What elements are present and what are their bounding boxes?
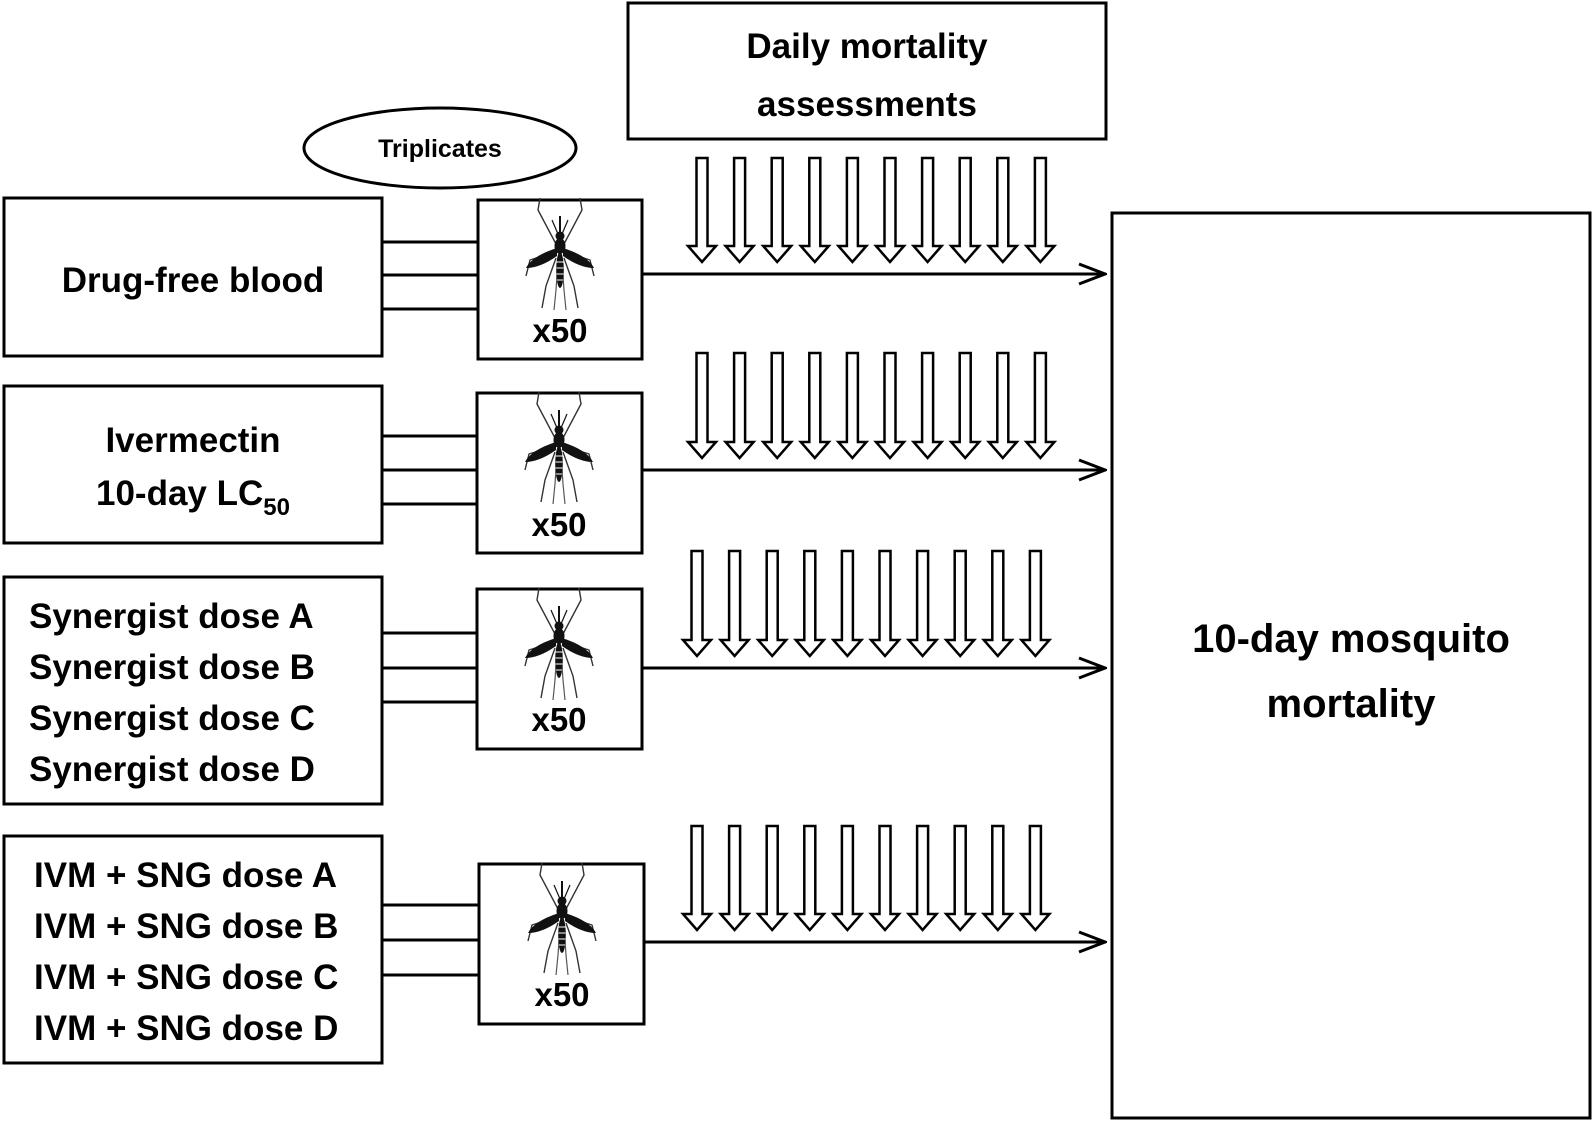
group-label: IVM + SNG dose C <box>34 958 338 997</box>
down-arrow-icon <box>905 824 940 932</box>
mosquito-box-3: x50 <box>475 587 644 751</box>
down-arrow-icon <box>943 824 977 932</box>
group-ivermectin: Ivermectin 10-day LC50 <box>2 384 384 545</box>
group-label: Synergist dose B <box>29 648 315 687</box>
down-arrow-icon <box>910 351 945 460</box>
down-arrow-icon <box>868 549 902 658</box>
group-label: Synergist dose A <box>29 597 314 636</box>
down-arrow-icon <box>717 824 752 932</box>
group-label: IVM + SNG dose A <box>34 856 337 895</box>
group-label: IVM + SNG dose D <box>34 1009 338 1048</box>
down-arrow-icon <box>798 156 832 264</box>
down-arrow-icon <box>722 156 757 264</box>
down-arrow-icon <box>835 156 870 264</box>
group-ivm-sng: IVM + SNG dose A IVM + SNG dose B IVM + … <box>2 834 384 1065</box>
group-label-lc50: 10-day LC50 <box>96 474 290 521</box>
mosquito-box-1: x50 <box>476 197 644 361</box>
outcome-line-2: mortality <box>1267 682 1437 726</box>
mosquito-count: x50 <box>531 701 586 738</box>
down-arrow-icon <box>793 824 827 932</box>
daily-assessment-arrows <box>680 156 1058 932</box>
down-arrow-icon <box>830 549 865 658</box>
down-arrow-icon <box>685 351 719 460</box>
down-arrow-icon <box>680 549 714 658</box>
outcome-line-1: 10-day mosquito <box>1192 617 1510 661</box>
group-label: Ivermectin <box>105 421 280 460</box>
down-arrow-icon <box>830 824 865 932</box>
daily-mortality-box: Daily mortality assessments <box>626 1 1108 141</box>
group-drug-free-blood: Drug-free blood <box>2 196 384 358</box>
down-arrow-icon <box>755 824 789 932</box>
header-line-2: assessments <box>757 85 977 124</box>
flow-arrows <box>642 274 1105 942</box>
group-label: IVM + SNG dose B <box>34 907 338 946</box>
down-arrow-icon <box>717 549 752 658</box>
down-arrow-icon <box>873 351 907 460</box>
down-arrow-icon <box>1018 824 1053 932</box>
triplicate-connectors <box>382 240 478 977</box>
group-label: Synergist dose C <box>29 699 315 738</box>
down-arrow-icon <box>868 824 902 932</box>
down-arrow-icon <box>1023 351 1058 460</box>
down-arrow-icon <box>755 549 789 658</box>
group-synergist: Synergist dose A Synergist dose B Synerg… <box>2 575 384 806</box>
outcome-box: 10-day mosquito mortality <box>1110 211 1592 1120</box>
mosquito-box-2: x50 <box>475 391 644 555</box>
down-arrow-icon <box>986 156 1020 264</box>
mosquito-box-4: x50 <box>477 862 646 1026</box>
down-arrow-icon <box>948 156 982 264</box>
down-arrow-icon <box>793 549 827 658</box>
down-arrow-icon <box>981 824 1015 932</box>
mosquito-count: x50 <box>534 976 589 1013</box>
down-arrow-icon <box>986 351 1020 460</box>
triplicates-ellipse: Triplicates <box>302 106 578 190</box>
down-arrow-icon <box>910 156 945 264</box>
triplicates-label: Triplicates <box>378 135 502 163</box>
down-arrow-icon <box>1023 156 1058 264</box>
down-arrow-icon <box>798 351 832 460</box>
group-label: Synergist dose D <box>29 750 315 789</box>
mosquito-count: x50 <box>531 506 586 543</box>
down-arrow-icon <box>981 549 1015 658</box>
down-arrow-icon <box>722 351 757 460</box>
down-arrow-icon <box>685 156 719 264</box>
down-arrow-icon <box>760 156 794 264</box>
lc50-subscript: 50 <box>263 494 290 521</box>
down-arrow-icon <box>905 549 940 658</box>
down-arrow-icon <box>680 824 714 932</box>
down-arrow-icon <box>760 351 794 460</box>
group-label: Drug-free blood <box>62 261 324 300</box>
header-line-1: Daily mortality <box>746 27 988 66</box>
down-arrow-icon <box>835 351 870 460</box>
mosquito-count: x50 <box>532 312 587 349</box>
down-arrow-icon <box>943 549 977 658</box>
down-arrow-icon <box>948 351 982 460</box>
down-arrow-icon <box>873 156 907 264</box>
down-arrow-icon <box>1018 549 1053 658</box>
